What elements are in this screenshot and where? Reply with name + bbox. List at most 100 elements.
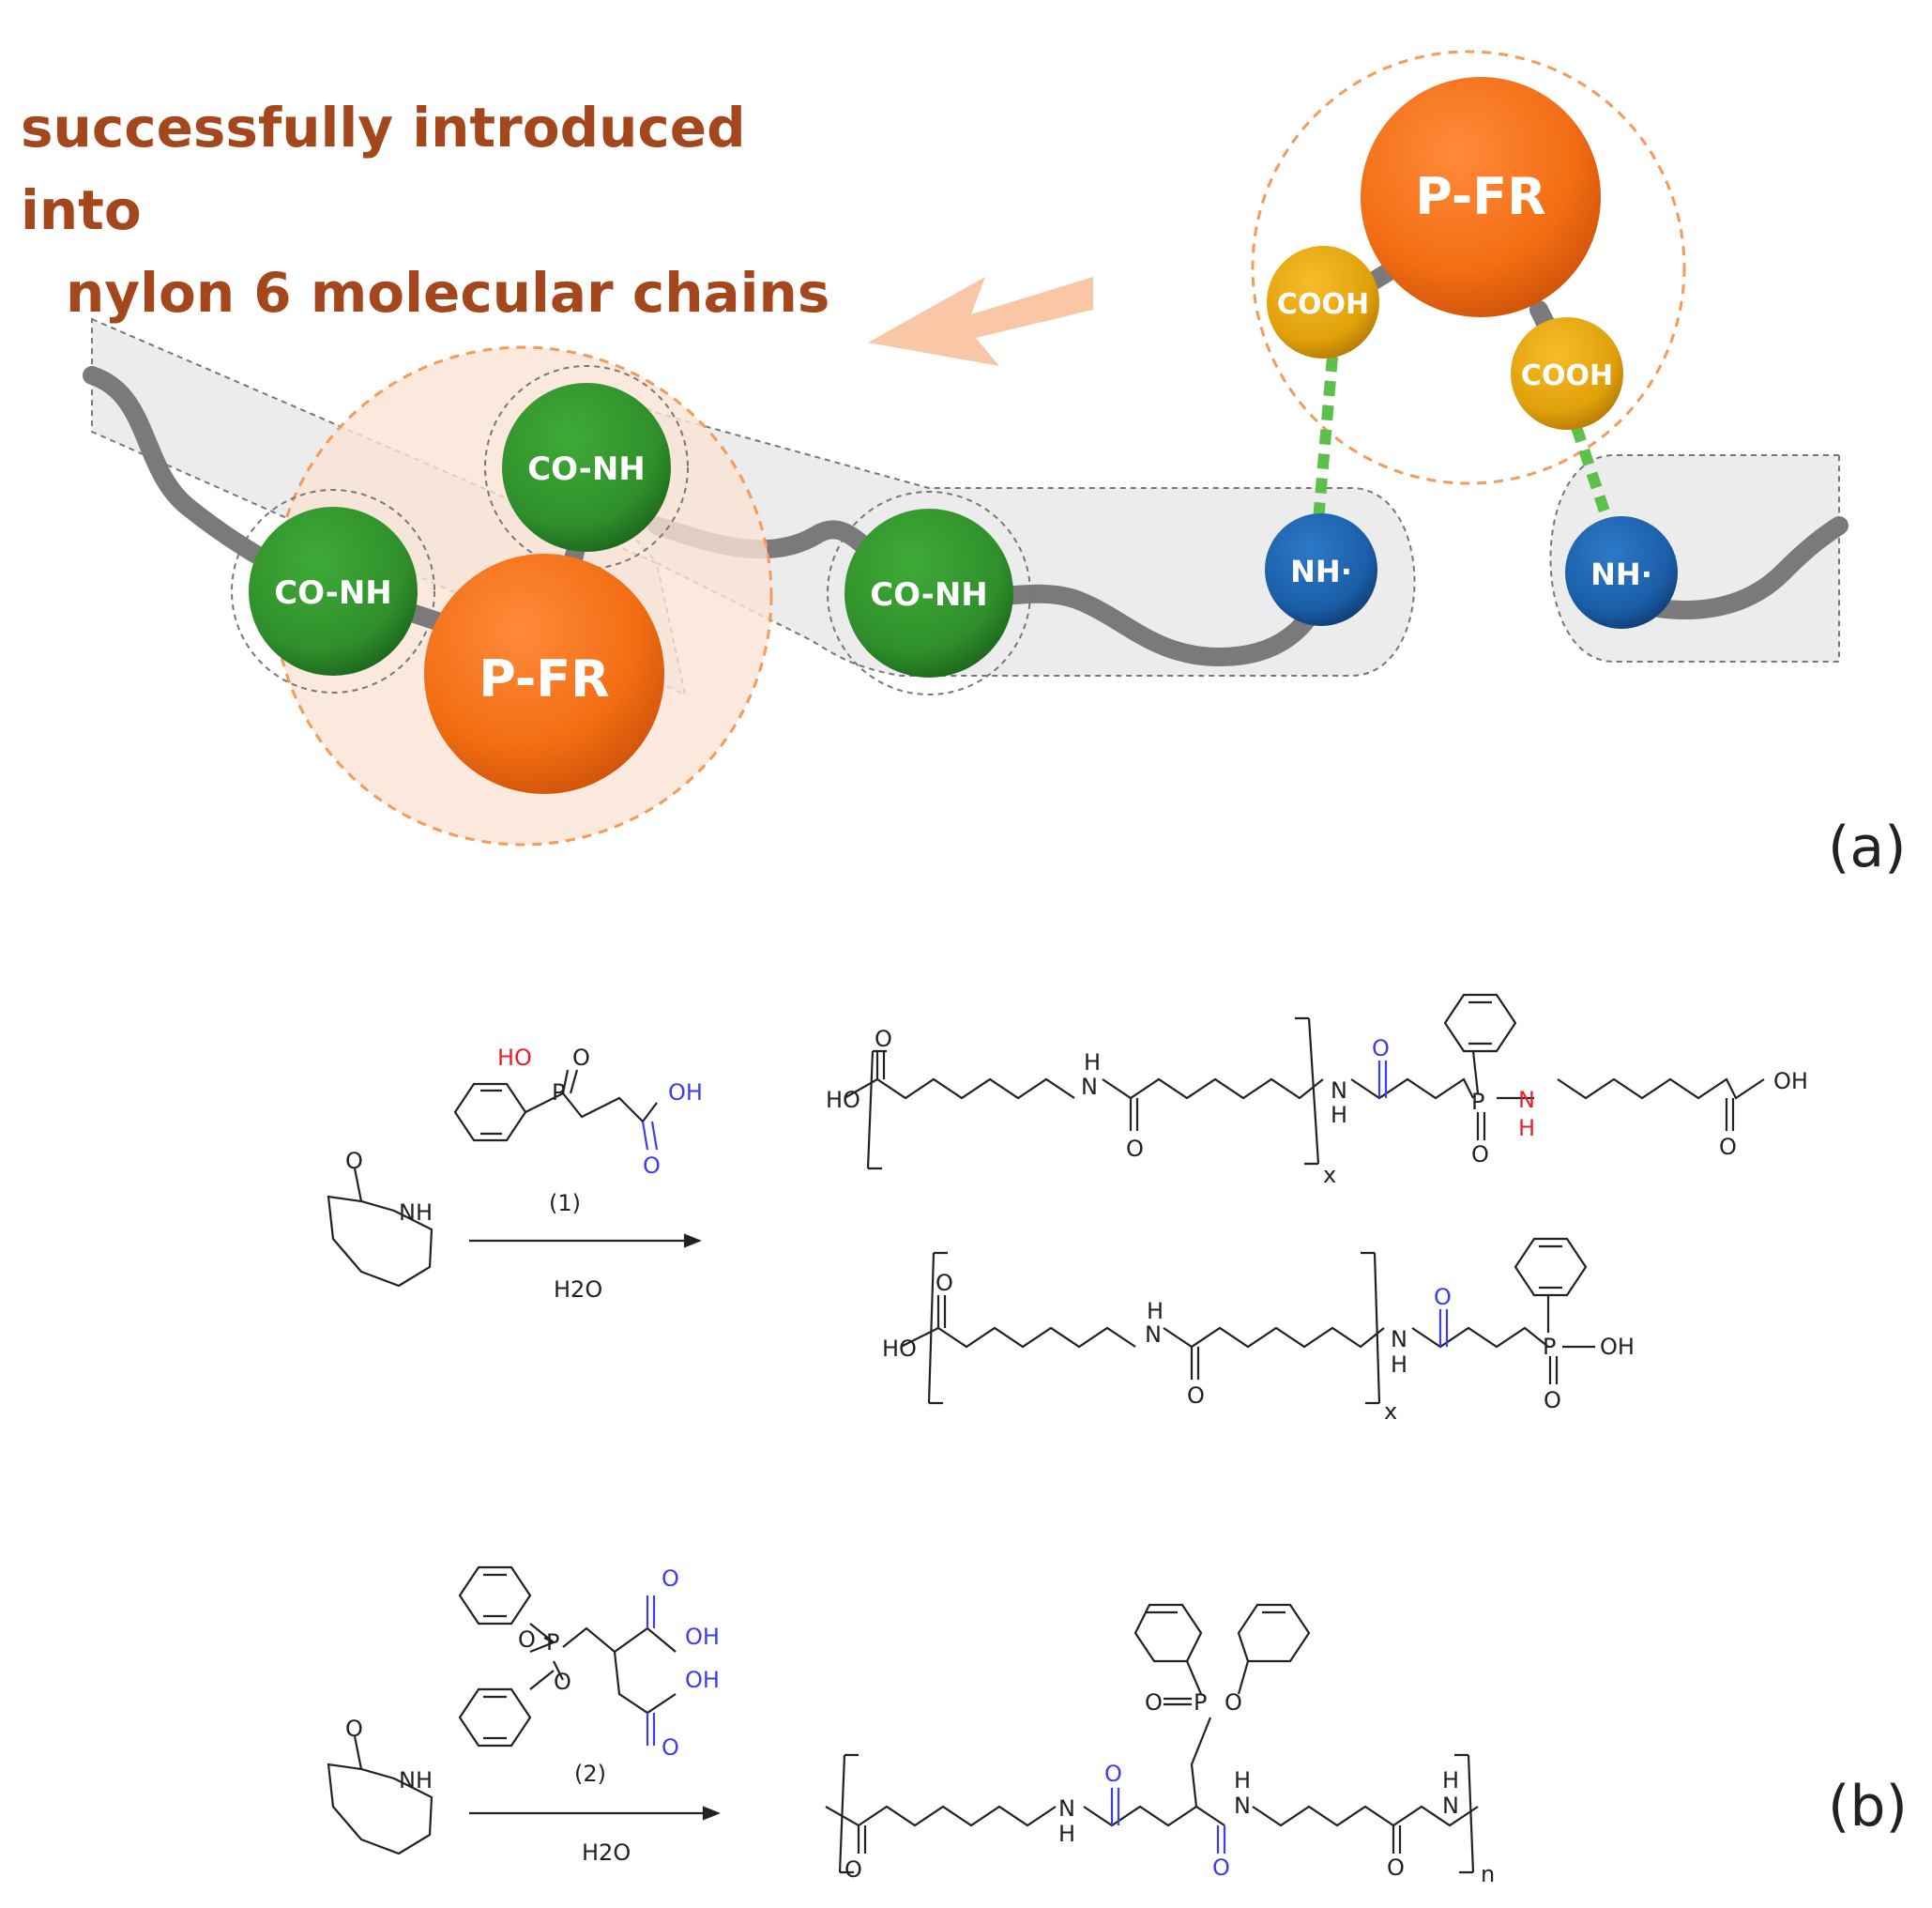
product-1-o-bottom: O — [1126, 1136, 1144, 1162]
headline-line-1: successfully introduced into — [21, 96, 746, 242]
polymer-h1: H — [1058, 1821, 1075, 1847]
reagent-1-oh: OH — [668, 1079, 703, 1106]
conh-mid-node — [844, 509, 1013, 678]
reagent-2-oh2: OH — [685, 1667, 720, 1693]
headline: successfully introduced into nylon 6 mol… — [21, 86, 865, 334]
nh-right-node — [1565, 516, 1678, 629]
cooh-left-node — [1267, 246, 1379, 359]
caprolactam-2-nh: NH — [399, 1767, 433, 1794]
conh-mid-label: CO-NH — [870, 576, 988, 614]
product-1-n-link: N — [1331, 1077, 1347, 1104]
caprolactam-1-nh: NH — [399, 1199, 433, 1226]
polymer-n2: N — [1234, 1793, 1251, 1819]
polymer-h3: H — [1442, 1767, 1459, 1794]
pfr-free-label: P-FR — [1415, 167, 1546, 226]
pfr-bound-label: P-FR — [479, 649, 610, 709]
product-1-n: N — [1081, 1074, 1098, 1100]
pfr-free-node — [1361, 77, 1601, 317]
product-2-x: x — [1384, 1398, 1397, 1425]
product-2-o-bottom: O — [1187, 1382, 1205, 1409]
reagent-1-p: P — [552, 1079, 565, 1106]
product-1-o-blue: O — [1372, 1035, 1390, 1061]
product-1-o-p: O — [1471, 1141, 1489, 1168]
direction-arrow — [868, 277, 1093, 366]
polymer-2: O N H O O P O H N O H N O n — [825, 1603, 1495, 1887]
reagent-1-ho: HO — [497, 1045, 532, 1071]
scheme-1: O NH HO O P OH O (1) H2O — [327, 993, 1808, 1425]
product-2-n: N — [1145, 1321, 1162, 1348]
reagent-2-o1: O — [662, 1565, 679, 1592]
caprolactam-2: O NH — [327, 1716, 434, 1855]
product-1-o-top: O — [875, 1026, 892, 1052]
polymer-p: P — [1194, 1689, 1207, 1716]
polymer-h2: H — [1234, 1767, 1251, 1794]
product-2-o-top: O — [936, 1270, 953, 1296]
product-1-o-end: O — [1719, 1134, 1737, 1160]
product-2-o-p: O — [1544, 1387, 1561, 1413]
nh-mid-label: NH· — [1290, 554, 1352, 589]
cooh-right-label: COOH — [1521, 359, 1613, 392]
product-1-x: x — [1323, 1162, 1336, 1188]
reaction-arrow-1-head — [683, 1233, 702, 1248]
product-1: HO O H N O x N H O P O N H OH O — [826, 993, 1808, 1188]
chain-line-right — [1614, 516, 1848, 619]
reagent-2-o-p: O — [518, 1626, 536, 1653]
caprolactam-2-o: O — [345, 1716, 363, 1742]
product-1-h-link: H — [1331, 1102, 1347, 1128]
polymer-o-blue-bottom: O — [1212, 1855, 1230, 1881]
polymer-o-p: O — [1145, 1689, 1163, 1716]
polymer-n3: N — [1442, 1793, 1459, 1819]
reagent-2-p: P — [546, 1629, 559, 1656]
reagent-2-o2: O — [662, 1734, 679, 1761]
conh-mid-ring — [827, 491, 1031, 695]
product-1-ho: HO — [826, 1087, 860, 1113]
polymer-n-subscript: n — [1481, 1861, 1495, 1887]
product-1-n-red: N — [1518, 1087, 1535, 1113]
nh-mid-node — [1265, 513, 1377, 626]
pfr-bound-node — [424, 554, 664, 794]
polymer-n1: N — [1058, 1795, 1075, 1822]
panel-label-b: (b) — [1828, 1774, 1908, 1839]
polymer-o-ring: O — [1225, 1689, 1242, 1716]
caprolactam-1-o: O — [345, 1148, 363, 1174]
solvent-2: H2O — [582, 1839, 631, 1866]
product-2-p: P — [1543, 1334, 1556, 1360]
polymer-o-left: O — [844, 1856, 862, 1883]
reaction-arrow-2-head — [702, 1806, 721, 1821]
reagent-2-label: (2) — [574, 1761, 606, 1787]
product-2: HO O H N O x N H O P OH O — [882, 1237, 1635, 1425]
reagent-2-oh1: OH — [685, 1624, 720, 1650]
reagent-1-o-carbonyl: O — [643, 1152, 661, 1179]
product-2-ho: HO — [882, 1336, 917, 1362]
nh-right-label: NH· — [1590, 557, 1652, 592]
caprolactam-1: O NH — [327, 1148, 434, 1288]
reagent-1-o: O — [572, 1045, 590, 1071]
conh-top-node — [502, 383, 671, 552]
reagent-1-label: (1) — [549, 1190, 581, 1216]
cooh-right-node — [1511, 317, 1623, 430]
product-2-h: H — [1147, 1298, 1164, 1324]
panel-a-illustration: P-FR CO-NH CO-NH CO-NH NH· NH· P-FR COOH… — [83, 50, 1848, 847]
conh-left-label: CO-NH — [274, 574, 392, 612]
product-1-oh: OH — [1773, 1068, 1808, 1094]
panel-label-a: (a) — [1828, 815, 1907, 880]
product-2-h-link: H — [1391, 1351, 1407, 1378]
product-1-p: P — [1471, 1089, 1484, 1115]
product-2-oh: OH — [1600, 1334, 1635, 1360]
conh-left-node — [249, 507, 418, 676]
cooh-left-label: COOH — [1277, 288, 1369, 321]
product-1-h: H — [1084, 1049, 1101, 1076]
hydrogen-bond-left — [1313, 356, 1338, 522]
scheme-2: O NH O P O O OH OH O (2) H2O — [327, 1565, 1495, 1887]
headline-line-2: nylon 6 molecular chains — [66, 261, 830, 325]
product-2-n-link: N — [1391, 1326, 1407, 1352]
reagent-1: HO O P OH O — [453, 1045, 703, 1179]
product-2-o-blue: O — [1434, 1284, 1452, 1310]
solvent-1: H2O — [554, 1276, 602, 1303]
polymer-o-right: O — [1387, 1855, 1405, 1881]
reagent-2-o-ring: O — [554, 1669, 571, 1695]
product-1-h-red: H — [1518, 1115, 1535, 1141]
conh-left-ring — [231, 489, 435, 694]
polymer-o-blue-top: O — [1104, 1761, 1122, 1787]
